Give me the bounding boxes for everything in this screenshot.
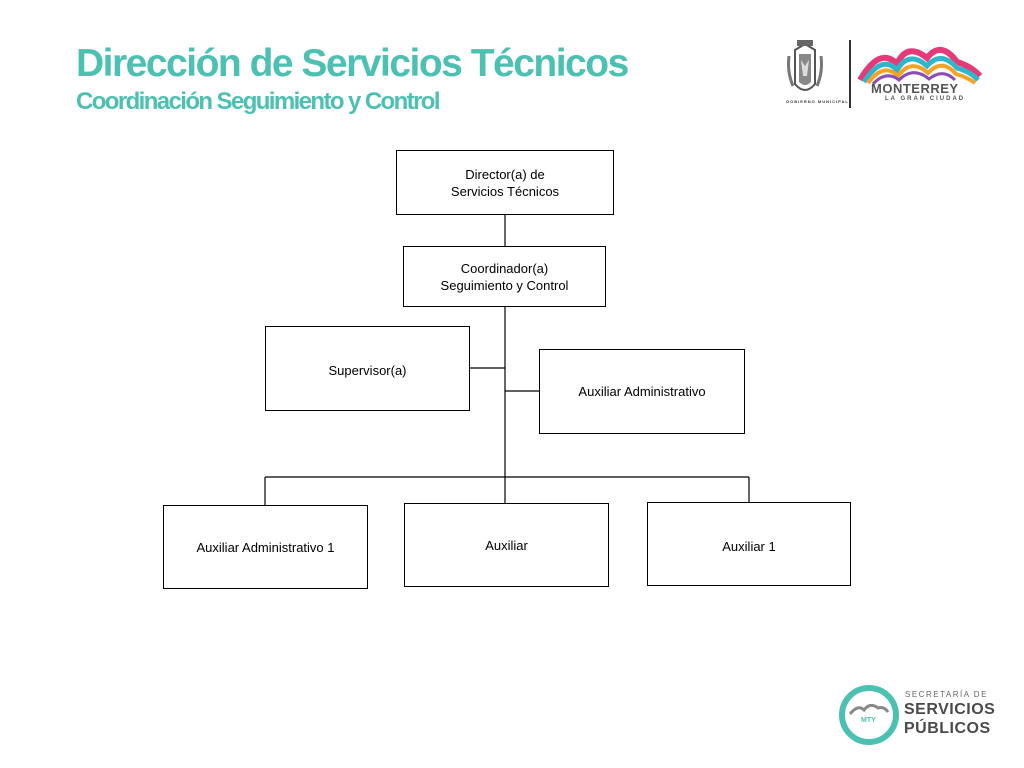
node-supervisor-label: Supervisor(a) xyxy=(328,363,407,378)
node-aux-admin-label: Auxiliar Administrativo xyxy=(578,384,706,399)
node-auxiliar-label: Auxiliar xyxy=(485,537,528,553)
mountains-icon xyxy=(857,47,983,86)
node-aux-admin: Auxiliar Administrativo xyxy=(539,349,745,434)
node-auxiliar: Auxiliar xyxy=(404,503,609,587)
servicios-publicos-badge-icon xyxy=(839,685,899,745)
node-director-label: Director(a) de Servicios Técnicos xyxy=(450,166,560,199)
publicos-label: PÚBLICOS xyxy=(904,720,991,737)
coat-of-arms-icon xyxy=(787,40,823,91)
page-subtitle: Coordinación Seguimiento y Control xyxy=(76,88,441,115)
secretaria-label: SECRETARÍA DE xyxy=(905,690,988,699)
page-title: Dirección de Servicios Técnicos xyxy=(76,42,629,85)
mty-badge-label: MTY xyxy=(861,717,876,724)
node-auxiliar-1: Auxiliar 1 xyxy=(647,502,851,586)
node-auxiliar-1-label: Auxiliar 1 xyxy=(722,539,776,554)
node-supervisor: Supervisor(a) xyxy=(265,326,470,411)
gobierno-municipal-label: GOBIERNO MUNICIPAL xyxy=(786,99,849,104)
monterrey-tagline: LA GRAN CIUDAD xyxy=(885,96,966,102)
monterrey-wordmark: MONTERREY xyxy=(871,81,959,96)
node-director: Director(a) de Servicios Técnicos xyxy=(396,150,614,215)
monterrey-logo xyxy=(787,40,983,108)
node-aux-admin-1-label: Auxiliar Administrativo 1 xyxy=(196,539,335,555)
node-coordinator-label: Coordinador(a) Seguimiento y Control xyxy=(440,260,569,293)
node-aux-admin-1: Auxiliar Administrativo 1 xyxy=(163,505,368,589)
node-coordinator: Coordinador(a) Seguimiento y Control xyxy=(403,246,606,307)
servicios-label: SERVICIOS xyxy=(904,701,996,718)
